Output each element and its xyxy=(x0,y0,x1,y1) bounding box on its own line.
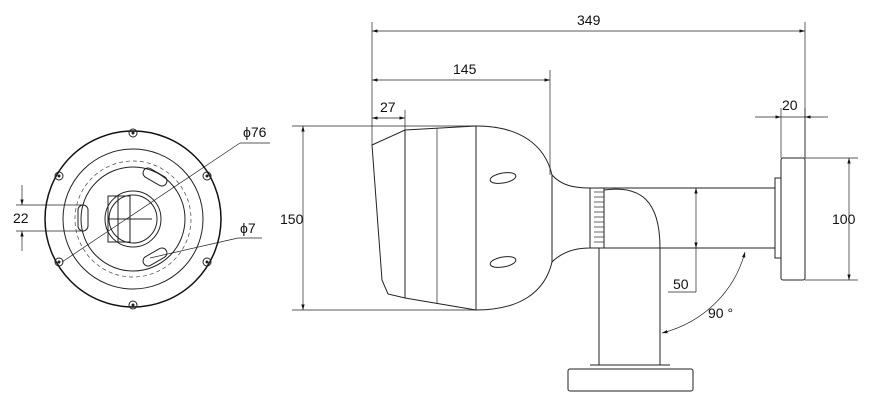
rotation-collar xyxy=(589,187,605,249)
bolt-holes xyxy=(54,128,212,310)
rotation-scale xyxy=(594,191,604,243)
side-view xyxy=(371,125,806,392)
mounting-slot-top xyxy=(142,167,168,187)
leader-phi76 xyxy=(61,142,241,263)
vent-top xyxy=(489,172,517,184)
mounting-slot-bottom xyxy=(142,247,168,267)
bottom-base-plate xyxy=(567,368,694,392)
center-bore-outer xyxy=(104,190,162,248)
camera-neck xyxy=(551,174,591,263)
angle-arc-90 xyxy=(661,251,746,334)
front-view xyxy=(16,128,270,310)
inner-flange-circle xyxy=(62,148,204,290)
bolt-circle-centerline xyxy=(74,160,192,278)
label-height: 150 xyxy=(280,211,304,227)
camera-dome xyxy=(475,125,553,311)
label-total-length: 349 xyxy=(577,12,601,28)
label-rotation-angle: 90 ° xyxy=(708,305,733,321)
mounting-slot-left xyxy=(77,204,89,232)
dimension-lines xyxy=(292,22,858,334)
label-base-thickness: 20 xyxy=(782,97,798,113)
label-arm-offset: 50 xyxy=(673,276,689,292)
label-base-height: 100 xyxy=(832,211,856,227)
label-body-length: 145 xyxy=(453,61,477,77)
lens-hood xyxy=(371,129,406,299)
label-bolt-circle: ϕ76 xyxy=(243,124,267,140)
leader-phi7 xyxy=(149,237,239,259)
elbow-outer xyxy=(603,188,661,249)
label-hole-diameter: ϕ7 xyxy=(240,220,256,236)
label-slot-width: 22 xyxy=(13,210,29,226)
rear-base-neck xyxy=(774,177,782,259)
label-front-offset: 27 xyxy=(380,99,396,115)
outer-flange-circle xyxy=(44,130,222,308)
rear-base-plate xyxy=(780,157,806,281)
vent-bottom xyxy=(489,256,517,268)
housing-ring xyxy=(80,166,186,272)
